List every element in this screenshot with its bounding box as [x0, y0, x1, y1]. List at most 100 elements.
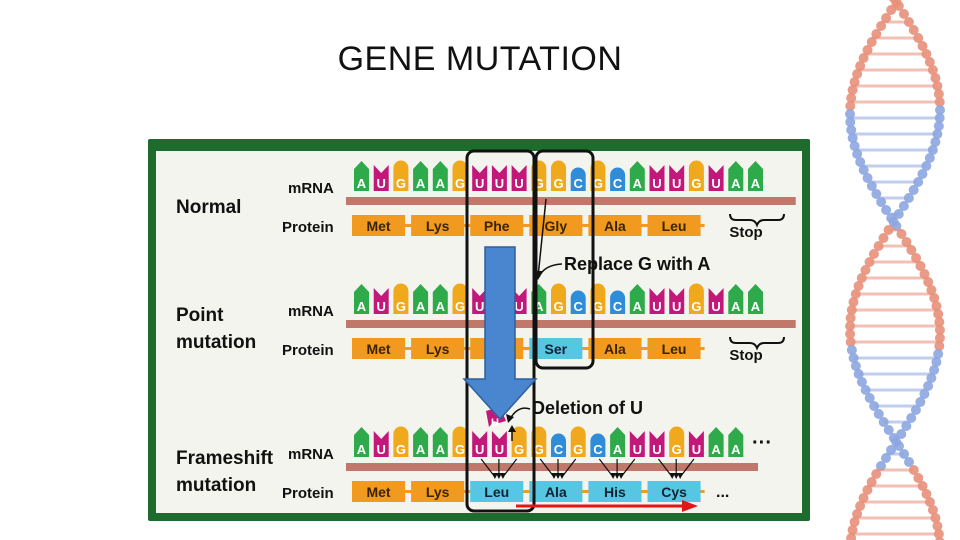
- stop-bracket-point: Stop: [729, 336, 785, 364]
- base-letter: G: [455, 176, 465, 191]
- protein-label-frameshift: Protein: [282, 485, 334, 502]
- base-letter: C: [613, 299, 623, 314]
- mrna-base: G: [511, 426, 527, 457]
- base-letter: U: [377, 299, 386, 314]
- base-letter: G: [396, 442, 406, 457]
- mrna-backbone: [346, 463, 758, 471]
- mrna-base: C: [610, 167, 626, 191]
- base-letter: C: [574, 299, 584, 314]
- protein-block-ala: Ala: [529, 481, 583, 502]
- base-letter: G: [672, 442, 682, 457]
- base-letter: A: [416, 442, 426, 457]
- codon-highlight-box-gly: [534, 149, 595, 370]
- protein-block-leu: Leu: [647, 338, 701, 359]
- mrna-base: A: [413, 284, 429, 314]
- base-letter: G: [534, 442, 544, 457]
- big-down-arrow: [462, 246, 538, 421]
- mrna-base: C: [610, 290, 626, 314]
- base-letter: U: [652, 299, 661, 314]
- mrna-base: A: [432, 284, 448, 314]
- protein-name: Lys: [426, 341, 450, 357]
- row-label-normal: Normal: [176, 197, 241, 218]
- base-letter: G: [455, 299, 465, 314]
- replace-annotation: Replace G with A: [534, 198, 710, 280]
- protein-name: Met: [366, 341, 390, 357]
- mrna-base: A: [629, 161, 645, 191]
- base-letter: U: [692, 442, 701, 457]
- base-letter: U: [672, 299, 681, 314]
- stop-label-point: Stop: [729, 347, 762, 364]
- mrna-backbone: [346, 320, 796, 328]
- mrna-base: A: [629, 284, 645, 314]
- mrna-base: U: [708, 165, 724, 191]
- mrna-base: A: [413, 161, 429, 191]
- base-letter: U: [711, 299, 720, 314]
- mrna-base: C: [590, 433, 606, 457]
- mrna-label-frameshift: mRNA: [288, 446, 334, 463]
- base-letter: A: [731, 299, 741, 314]
- mrna-base: A: [610, 427, 626, 457]
- protein-block-met: Met: [352, 481, 406, 502]
- mrna-base: G: [551, 160, 566, 191]
- base-letter: G: [514, 442, 524, 457]
- base-letter: U: [377, 176, 386, 191]
- base-letter: G: [553, 299, 563, 314]
- base-letter: C: [593, 442, 603, 457]
- base-letter: U: [514, 299, 523, 314]
- base-letter: A: [436, 442, 446, 457]
- stop-label-normal: Stop: [729, 224, 762, 241]
- protein-block-ser: Ser: [529, 338, 583, 359]
- base-letter: G: [553, 176, 563, 191]
- mrna-label-point: mRNA: [288, 303, 334, 320]
- base-letter: G: [455, 442, 465, 457]
- mrna-base: A: [354, 284, 369, 314]
- deletion-label: Deletion of U: [532, 398, 643, 418]
- base-letter: A: [534, 299, 544, 314]
- deletion-annotation: U Deletion of U: [486, 398, 643, 441]
- mrna-base: G: [688, 160, 704, 191]
- protein-name: Leu: [484, 484, 509, 500]
- mrna-base: A: [432, 161, 448, 191]
- mrna-backbone: [346, 197, 796, 205]
- base-letter: A: [751, 299, 761, 314]
- mrna-base: A: [728, 161, 744, 191]
- mrna-base: G: [393, 283, 409, 314]
- base-letter: A: [711, 442, 721, 457]
- protein-name: Ala: [545, 484, 567, 500]
- protein-block-met: Met: [352, 338, 406, 359]
- mrna-base: U: [688, 431, 704, 457]
- base-letter: U: [711, 176, 720, 191]
- protein-block-cys: Cys: [647, 481, 701, 502]
- base-letter: G: [573, 442, 583, 457]
- protein-name: Ser: [545, 341, 568, 357]
- base-letter: A: [613, 442, 623, 457]
- mrna-base: U: [472, 165, 488, 191]
- base-letter: G: [691, 176, 701, 191]
- mrna-base: G: [452, 283, 468, 314]
- ellipsis-protein: ...: [716, 484, 729, 501]
- mrna-base: U: [472, 288, 488, 314]
- base-letter: A: [416, 176, 426, 191]
- base-letter: U: [475, 299, 484, 314]
- page-title: GENE MUTATION: [337, 40, 623, 78]
- protein-name: Gly: [545, 218, 568, 234]
- mrna-base: G: [452, 426, 468, 457]
- protein-name: Met: [366, 218, 390, 234]
- base-letter: A: [357, 176, 367, 191]
- base-letter: C: [554, 442, 564, 457]
- base-letter: U: [652, 442, 661, 457]
- mrna-base: A: [728, 284, 744, 314]
- base-letter: G: [593, 299, 603, 314]
- frameshift-red-arrow: [516, 500, 698, 512]
- mrna-label-normal: mRNA: [288, 180, 334, 197]
- mrna-base: A: [748, 161, 763, 191]
- base-letter: A: [416, 299, 426, 314]
- mrna-base: G: [669, 426, 685, 457]
- mrna-base: U: [491, 165, 507, 191]
- base-letter: A: [357, 442, 367, 457]
- protein-name: Met: [366, 484, 390, 500]
- base-letter: A: [633, 176, 643, 191]
- mrna-base: G: [393, 160, 409, 191]
- base-letter: U: [633, 442, 642, 457]
